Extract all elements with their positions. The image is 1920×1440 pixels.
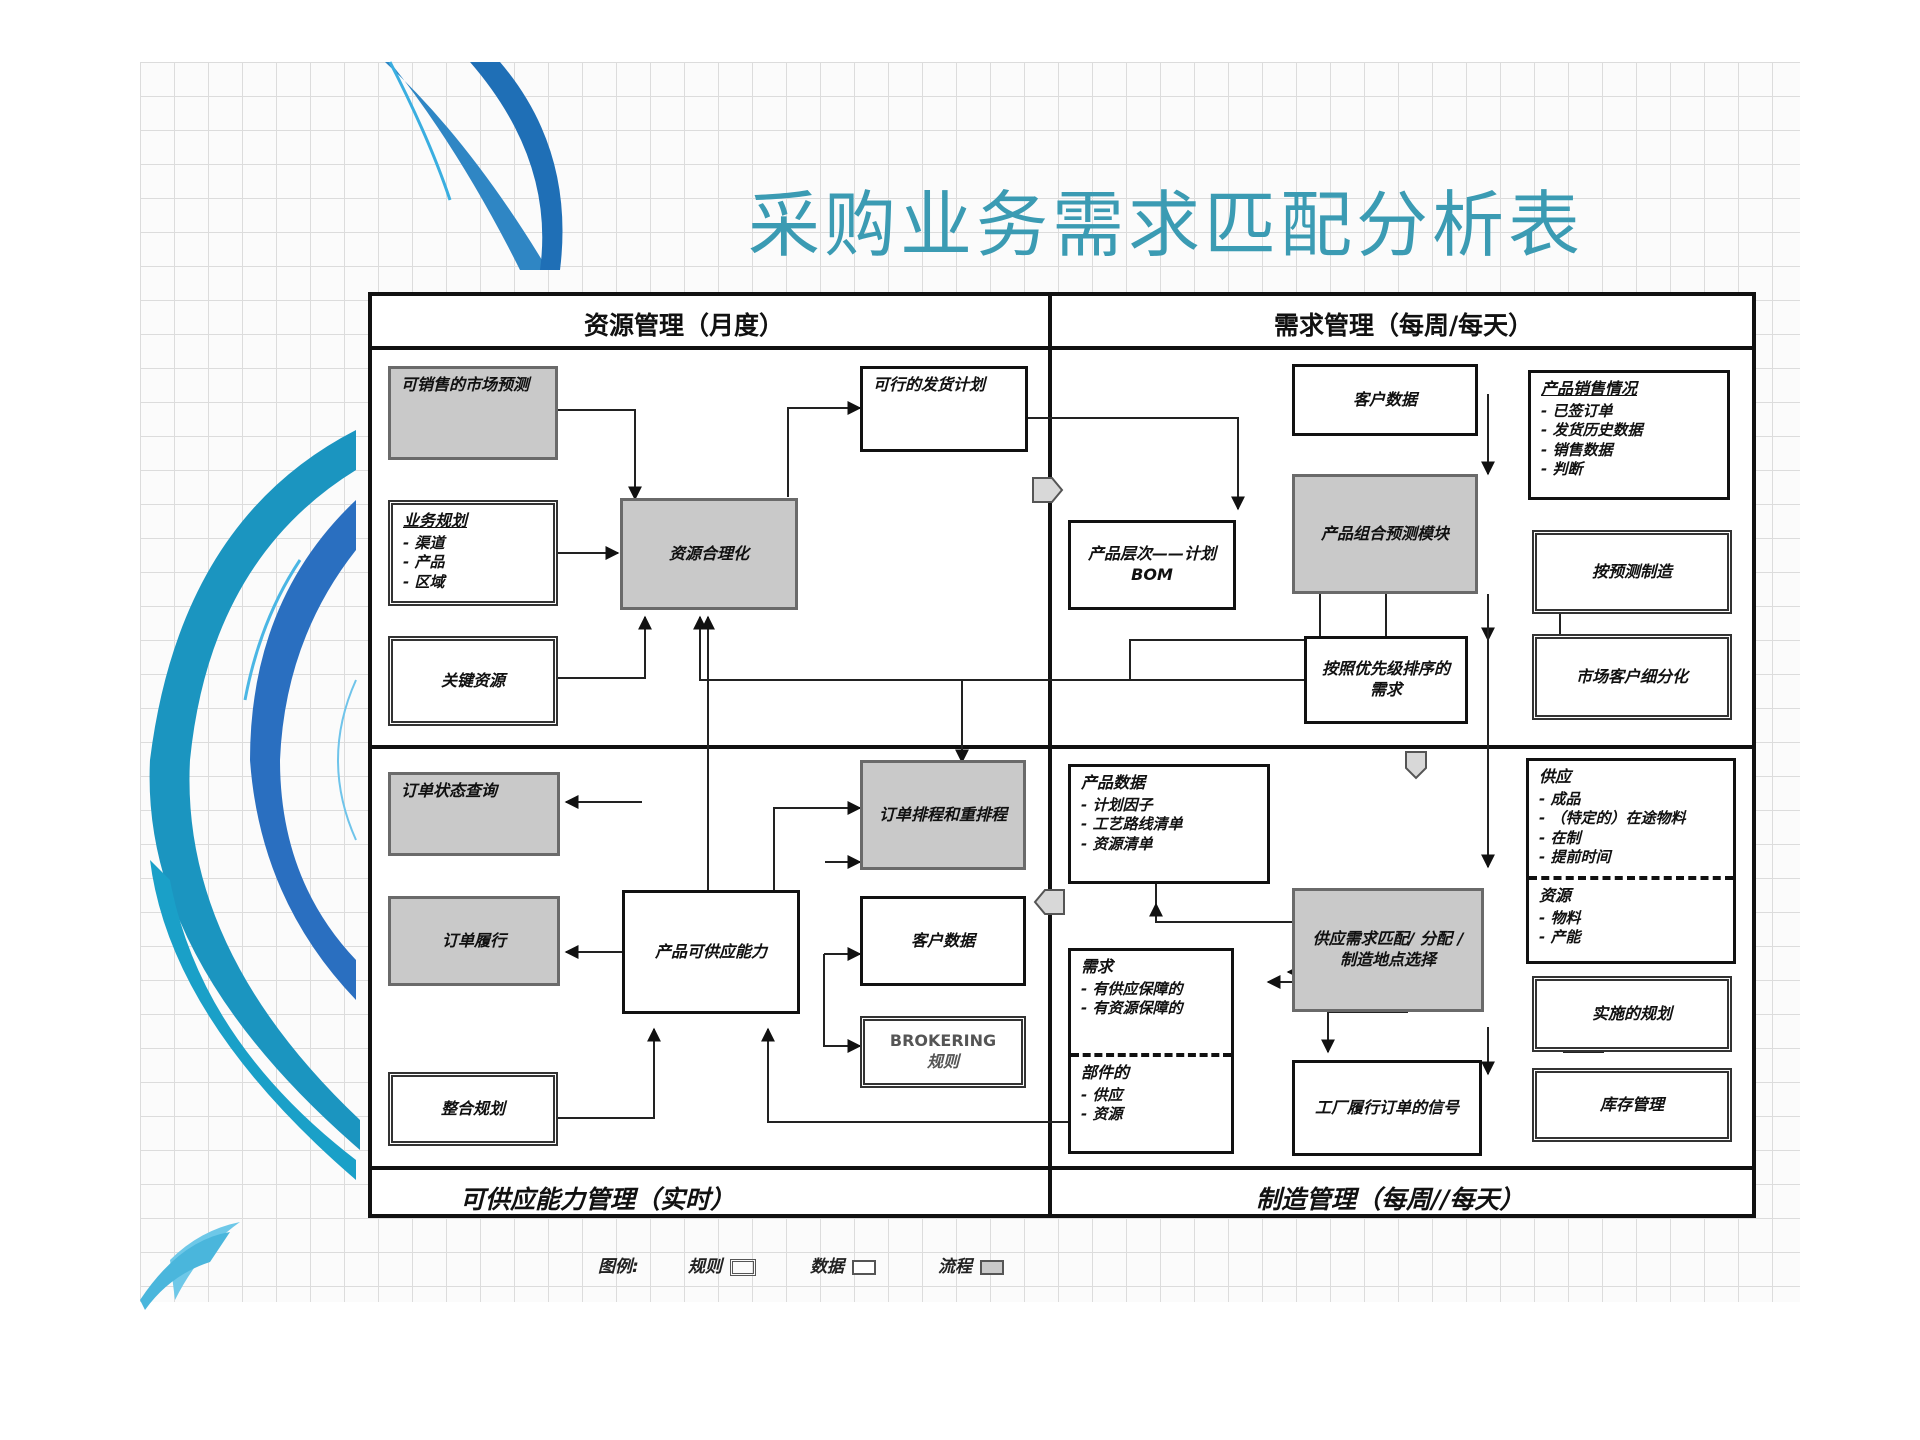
list-item: 已签订单 xyxy=(1541,402,1717,422)
product-sales-title: 产品销售情况 xyxy=(1541,379,1638,398)
box-priority-demand: 按照优先级排序的需求 xyxy=(1304,636,1468,724)
header-resource-management: 资源管理（月度） xyxy=(584,311,785,340)
legend-data-label: 数据 xyxy=(810,1257,844,1277)
legend-process-swatch xyxy=(980,1259,1004,1275)
brokering-rules-label: 规则 xyxy=(926,1052,959,1071)
parts-title: 部件的 xyxy=(1081,1062,1130,1082)
box-key-resources: 关键资源 xyxy=(388,636,558,726)
box-product-combo-forecast: 产品组合预测模块 xyxy=(1292,474,1478,594)
list-item: 资源清单 xyxy=(1081,835,1257,855)
list-item: 提前时间 xyxy=(1539,848,1723,868)
box-product-sales: 产品销售情况 已签订单 发货历史数据 销售数据 判断 xyxy=(1528,370,1730,500)
list-item: 判断 xyxy=(1541,460,1717,480)
supply-title: 供应 xyxy=(1539,767,1572,786)
list-item: 产能 xyxy=(1539,928,1723,948)
list-item: 供应 xyxy=(1081,1086,1221,1106)
list-item: 发货历史数据 xyxy=(1541,421,1717,441)
product-data-title: 产品数据 xyxy=(1081,773,1146,792)
box-order-promise-query: 订单状态查询 xyxy=(388,772,560,856)
footer-capacity-management: 可供应能力管理（实时） xyxy=(460,1185,736,1214)
box-supply-demand-match: 供应需求匹配/ 分配 / 制造地点选择 xyxy=(1292,888,1484,1012)
box-supply-resources: 供应 成品 （特定的）在途物料 在制 提前时间 资源 物料 产能 xyxy=(1526,758,1736,964)
list-item: 成品 xyxy=(1539,790,1723,810)
box-customer-data-bottom: 客户数据 xyxy=(860,896,1026,986)
box-customer-data-top: 客户数据 xyxy=(1292,364,1478,436)
box-order-fulfillment: 订单履行 xyxy=(388,896,560,986)
page-title: 采购业务需求匹配分析表 xyxy=(748,183,1585,267)
list-item: 资源 xyxy=(1081,1105,1221,1125)
legend-plan: 规则 xyxy=(688,1252,756,1277)
box-market-segmentation: 市场客户细分化 xyxy=(1532,634,1732,720)
legend-process-label: 流程 xyxy=(938,1257,972,1277)
dashed-divider xyxy=(1071,1052,1231,1057)
box-product-available-capacity: 产品可供应能力 xyxy=(622,890,800,1014)
list-item: 在制 xyxy=(1539,829,1723,849)
box-product-hierarchy: 产品层次——计划BOM xyxy=(1068,520,1236,610)
list-item: 计划因子 xyxy=(1081,796,1257,816)
list-item: （特定的）在途物料 xyxy=(1539,809,1723,829)
list-item: 渠道 xyxy=(403,534,543,554)
list-item: 有资源保障的 xyxy=(1081,999,1221,1019)
legend-label: 图例: xyxy=(598,1257,639,1277)
list-item: 区域 xyxy=(403,573,543,593)
list-item: 物料 xyxy=(1539,909,1723,929)
box-demand-parts: 需求 有供应保障的 有资源保障的 部件的 供应 资源 xyxy=(1068,948,1234,1154)
legend-plan-label: 规则 xyxy=(688,1257,722,1277)
demand-title: 需求 xyxy=(1081,957,1114,976)
box-make-to-forecast: 按预测制造 xyxy=(1532,530,1732,614)
resource-title: 资源 xyxy=(1539,885,1572,905)
box-product-data: 产品数据 计划因子 工艺路线清单 资源清单 xyxy=(1068,764,1270,884)
legend-data: 数据 xyxy=(810,1252,876,1277)
box-order-reschedule: 订单排程和重排程 xyxy=(860,760,1026,870)
box-factory-order-signal: 工厂履行订单的信号 xyxy=(1292,1060,1482,1156)
box-brokering-rules: BROKERING 规则 xyxy=(860,1016,1026,1088)
legend-process: 流程 xyxy=(938,1252,1004,1277)
footer-manufacturing-management: 制造管理（每周//每天） xyxy=(1256,1185,1525,1214)
list-item: 工艺路线清单 xyxy=(1081,815,1257,835)
box-business-plan: 业务规划 渠道 产品 区域 xyxy=(388,500,558,606)
list-item: 有供应保障的 xyxy=(1081,980,1221,1000)
legend-data-swatch xyxy=(852,1259,876,1275)
box-resource-optimization: 资源合理化 xyxy=(620,498,798,610)
diagram-frame xyxy=(368,292,1756,1218)
legend-plan-swatch xyxy=(730,1258,756,1276)
brokering-label: BROKERING xyxy=(889,1031,997,1051)
list-item: 产品 xyxy=(403,553,543,573)
box-feasible-plan: 可行的发货计划 xyxy=(860,366,1028,452)
box-integration-plan: 整合规划 xyxy=(388,1072,558,1146)
blue-ribbon-decoration xyxy=(140,61,563,1310)
header-demand-management: 需求管理（每周/每天） xyxy=(1274,311,1534,340)
box-inventory-management: 库存管理 xyxy=(1532,1068,1732,1142)
box-market-forecast: 可销售的市场预测 xyxy=(388,366,558,460)
box-implementation-plan: 实施的规划 xyxy=(1532,976,1732,1052)
business-plan-title: 业务规划 xyxy=(403,511,468,530)
dashed-divider xyxy=(1529,875,1733,880)
list-item: 销售数据 xyxy=(1541,441,1717,461)
